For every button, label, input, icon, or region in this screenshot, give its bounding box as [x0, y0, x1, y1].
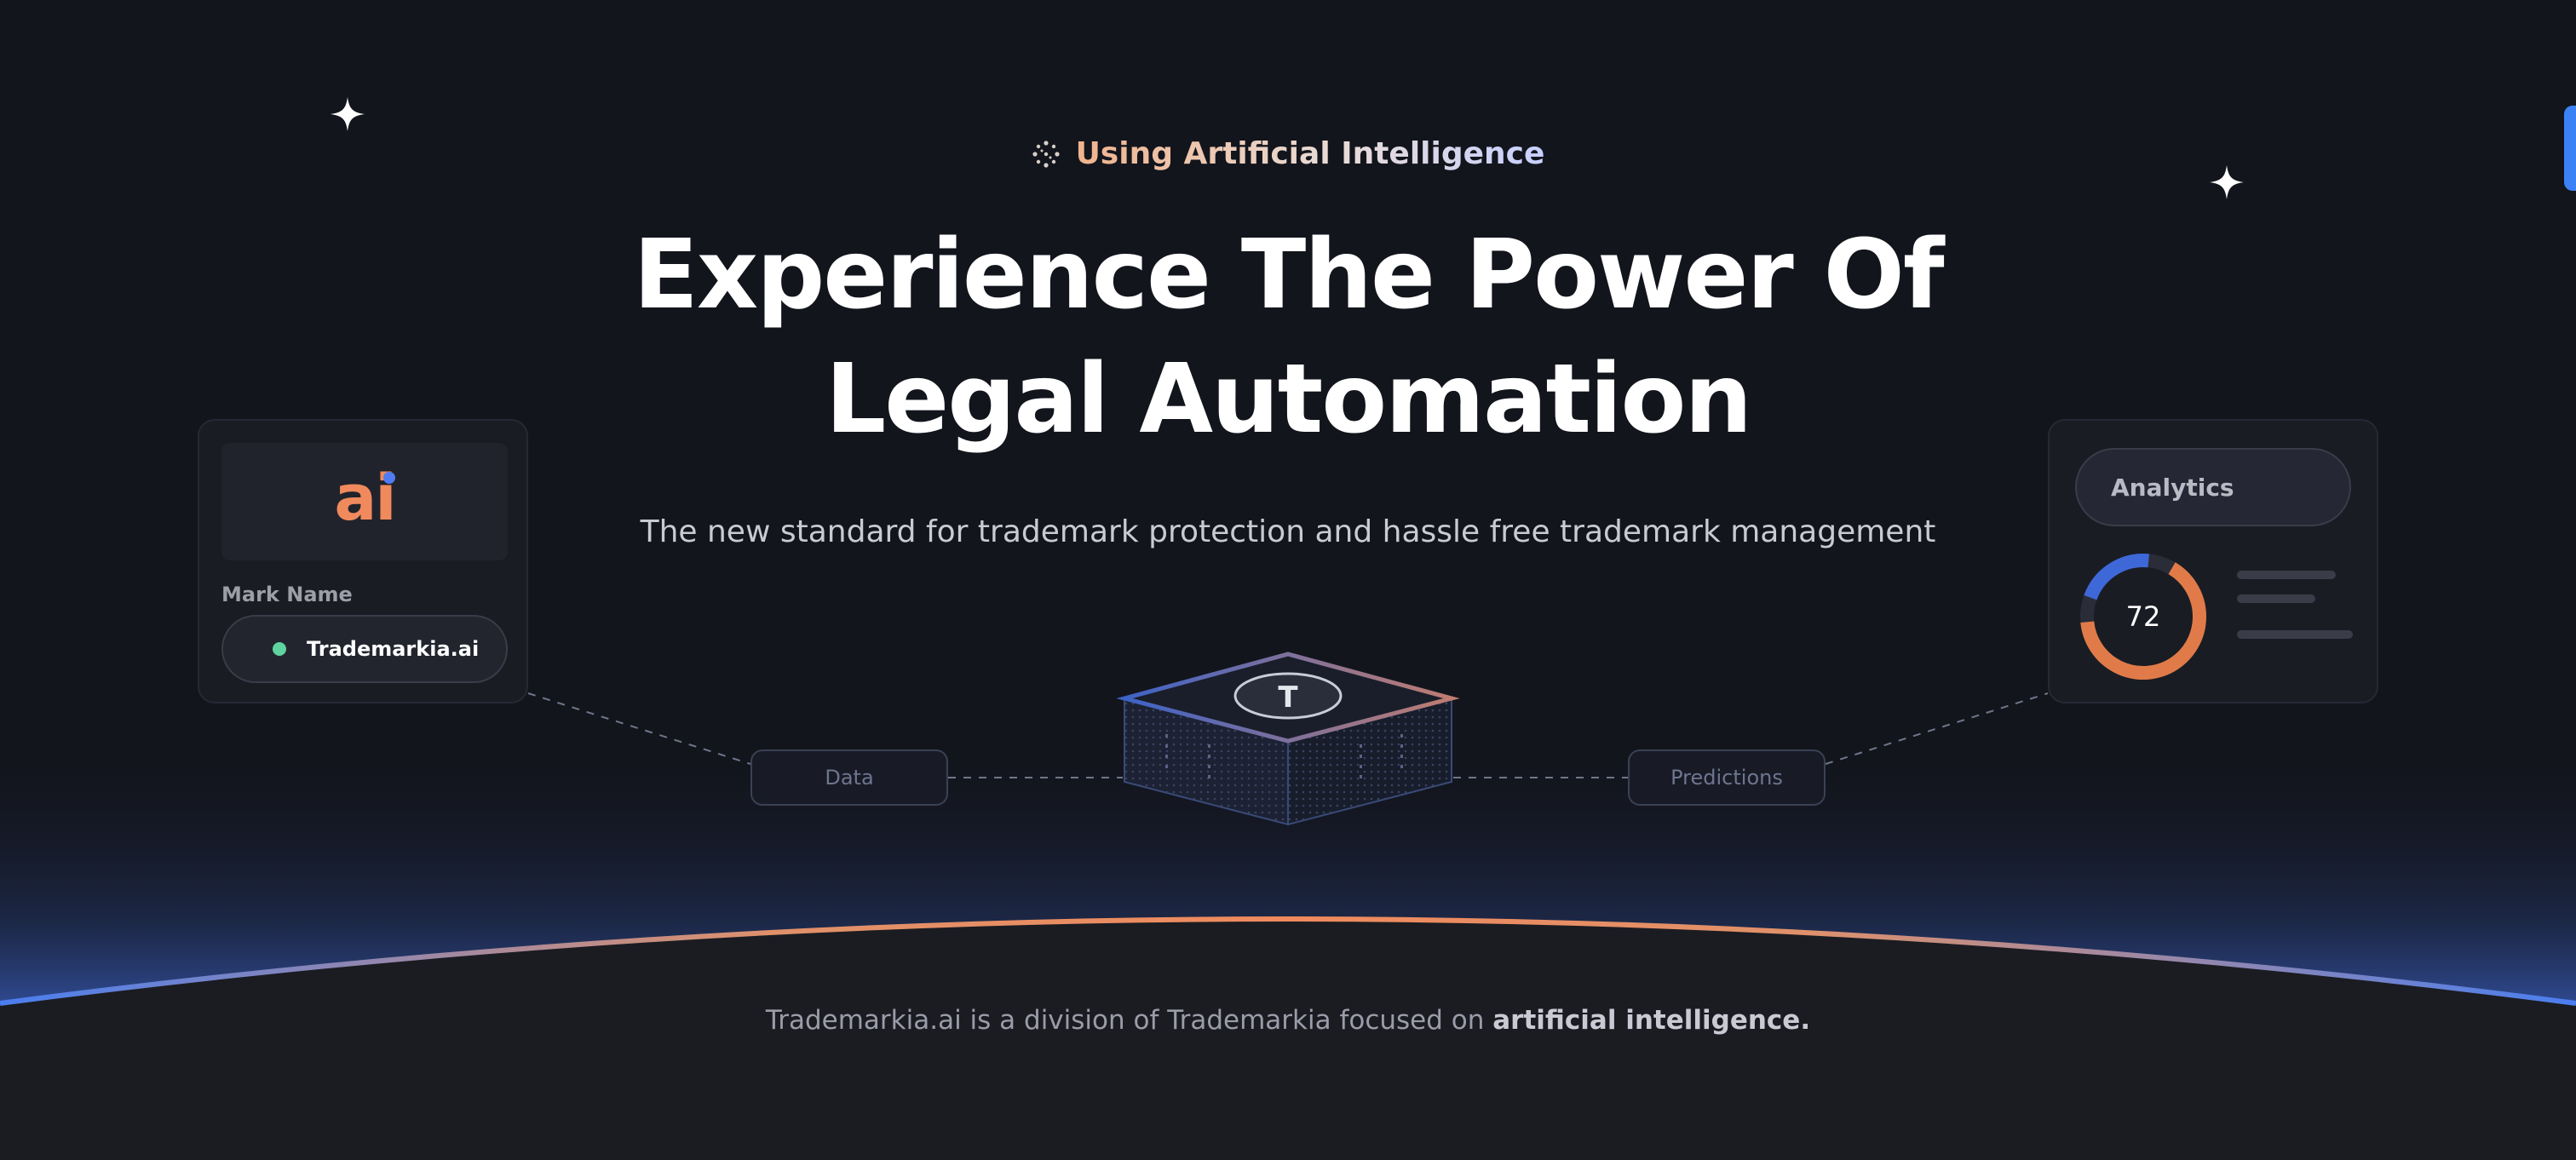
pipeline-connectors: [527, 692, 2049, 778]
score-donut-chart: [2080, 554, 2206, 680]
analytics-header: Analytics: [2075, 448, 2351, 526]
logo-dot: [383, 472, 395, 484]
ai-sparkle-icon: [1032, 140, 1060, 168]
headline-line-2: Legal Automation: [825, 344, 1752, 455]
side-feedback-tab[interactable]: [2564, 106, 2576, 191]
eyebrow-text: Using Artificial Intelligence: [1075, 136, 1545, 171]
logo-preview: ai: [221, 443, 508, 560]
sparkle-icon: [331, 97, 365, 131]
donut-segment-primary: [2084, 554, 2149, 600]
svg-text:T: T: [1278, 680, 1298, 715]
predictions-node: Predictions: [1628, 749, 1826, 806]
donut-segment-secondary: [2080, 562, 2206, 680]
footer-text: Trademarkia.ai is a division of Trademar…: [765, 1005, 1493, 1036]
score-value: 72: [2125, 600, 2161, 633]
sparkle-icon: [2210, 165, 2244, 199]
ai-logo: ai: [334, 462, 396, 535]
mark-name-field: Trademarkia.ai: [221, 615, 508, 683]
horizon-surface: [0, 919, 2576, 1160]
horizon-arc: [0, 916, 2576, 1006]
hero-subtitle: The new standard for trademark protectio…: [640, 514, 1936, 549]
mark-name-value: Trademarkia.ai: [307, 637, 480, 661]
legend-bar: [2237, 571, 2336, 579]
hero-headline: Experience The Power Of Legal Automation: [0, 213, 2576, 462]
legend-bar: [2237, 594, 2315, 603]
trademark-t-icon: T: [1233, 672, 1343, 720]
footer-text-bold: artificial intelligence.: [1492, 1005, 1811, 1036]
headline-line-1: Experience The Power Of: [633, 220, 1944, 330]
legend-bar: [2237, 630, 2353, 639]
mark-name-label: Mark Name: [221, 583, 353, 606]
analytics-label: Analytics: [2111, 473, 2234, 502]
analytics-card: Analytics 72: [2048, 419, 2378, 703]
data-node: Data: [750, 749, 948, 806]
hero-eyebrow: Using Artificial Intelligence: [0, 136, 2576, 171]
mark-name-card: ai Mark Name Trademarkia.ai: [198, 419, 528, 703]
footer-statement: Trademarkia.ai is a division of Trademar…: [0, 1005, 2576, 1036]
status-dot: [273, 642, 286, 656]
